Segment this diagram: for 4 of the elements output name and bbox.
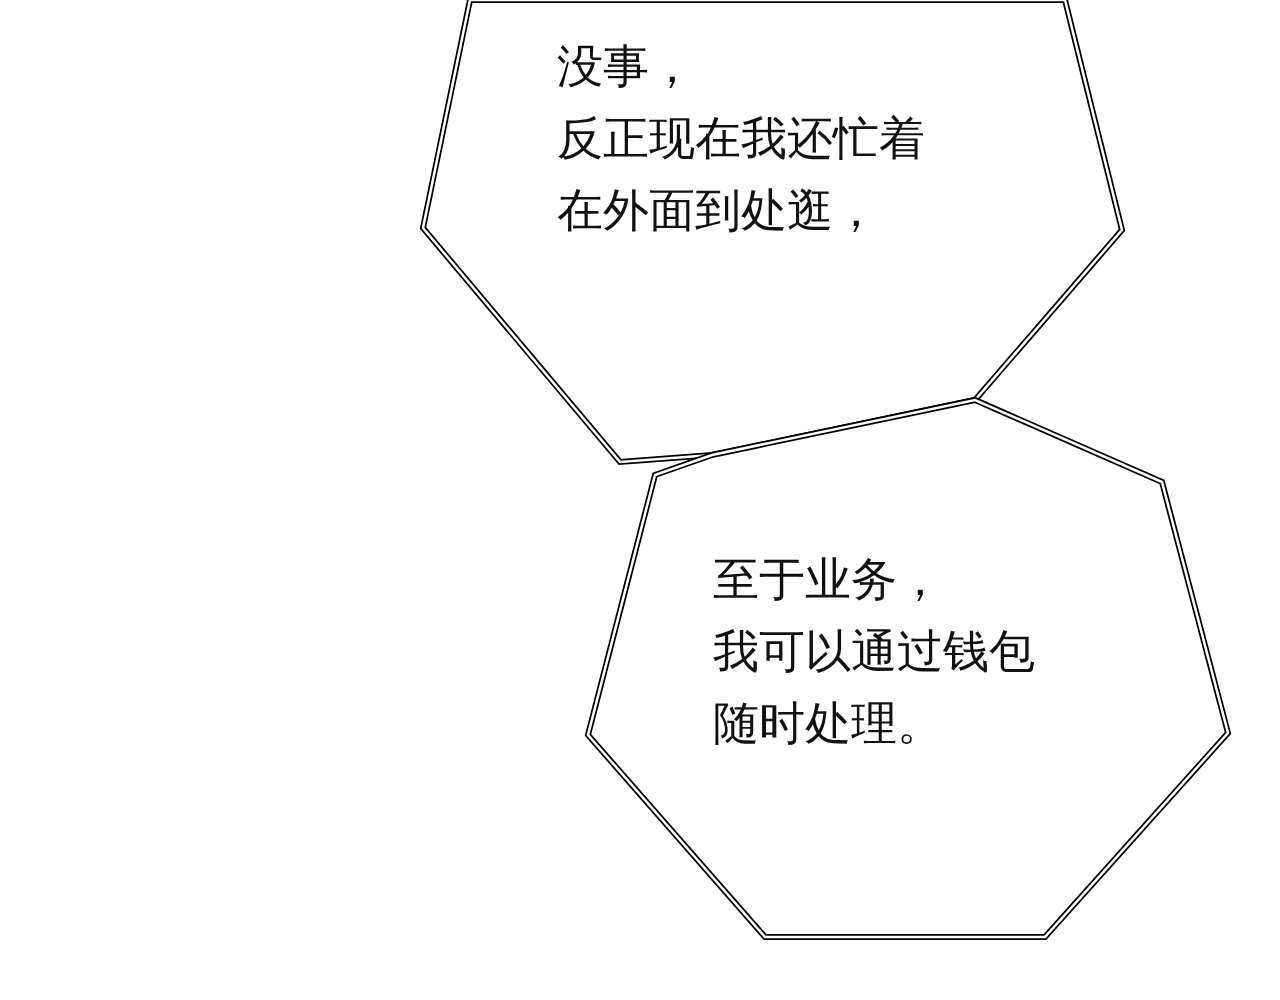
speech-bubble <box>585 398 1231 940</box>
speech-bubble <box>420 0 1125 465</box>
dialogue-text: 至于业务，我可以通过钱包随时处理。 <box>713 551 1036 752</box>
dialogue-text: 没事，反正现在我还忙着在外面到处逛， <box>557 38 926 239</box>
